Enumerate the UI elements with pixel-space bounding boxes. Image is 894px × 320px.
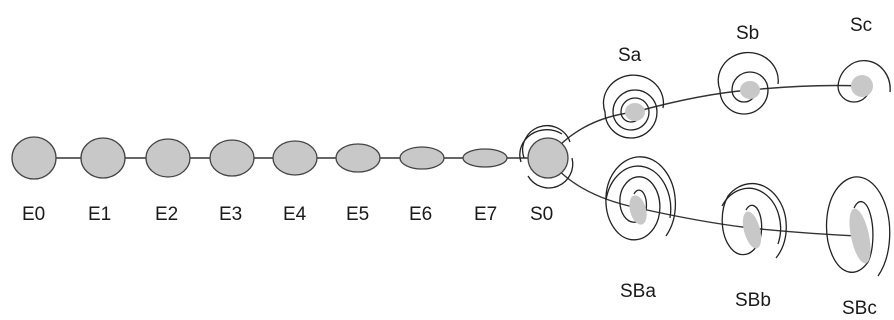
label-e7: E7 [474,204,497,225]
node-sba [605,156,677,241]
node-sbc [825,176,891,277]
node-e0 [11,136,57,180]
node-e6 [399,146,445,170]
edge-sbb-sbc [749,227,861,237]
node-sbb [721,182,787,259]
node-sb [717,51,779,115]
label-sbb: SBb [735,290,771,311]
label-e3: E3 [219,204,242,225]
node-s0 [519,125,574,189]
label-sb: Sb [736,23,759,44]
node-e5 [335,143,381,173]
label-s0: S0 [530,204,553,225]
label-e4: E4 [283,204,307,225]
label-e2: E2 [155,204,178,225]
edge-sb-sc [749,84,863,91]
node-e3 [209,139,255,177]
label-e1: E1 [88,204,111,225]
label-sba: SBa [620,281,656,302]
node-e7 [462,148,508,168]
label-sbc: SBc [842,298,877,319]
node-sc [837,60,891,103]
label-e5: E5 [346,204,369,225]
label-sc: Sc [850,15,872,36]
label-e0: E0 [22,204,45,225]
node-e1 [80,137,126,179]
node-e2 [145,138,191,178]
node-sa [602,74,665,139]
node-e4 [272,140,318,176]
edge-sba-sbb [637,207,751,229]
label-sa: Sa [618,45,642,66]
label-e6: E6 [409,204,432,225]
